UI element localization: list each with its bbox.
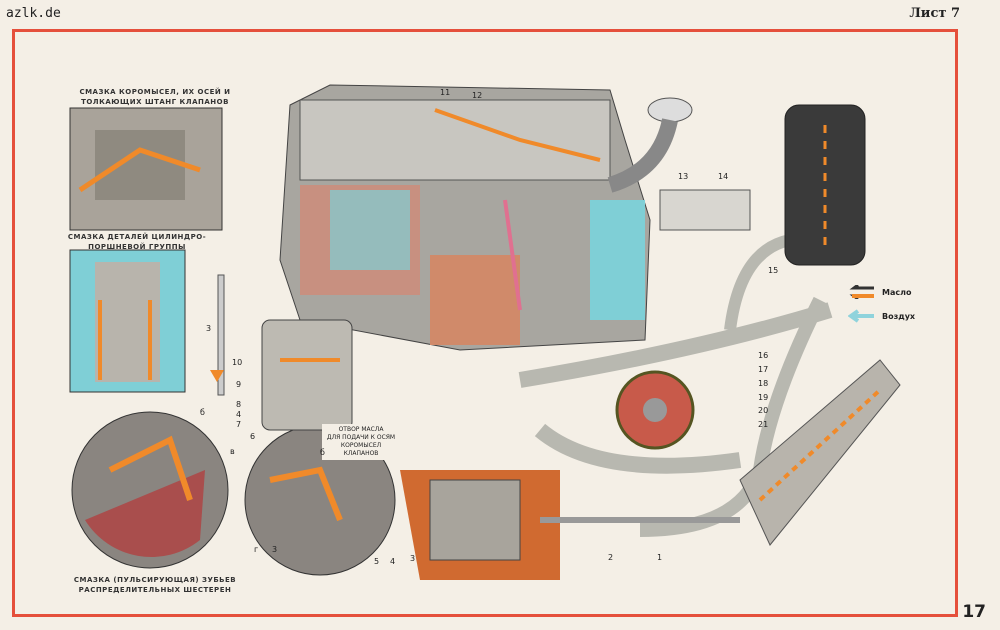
callout: 4	[236, 410, 242, 419]
legend-air: Воздух	[848, 309, 915, 323]
callout: 13	[678, 172, 689, 181]
callout: 1	[657, 553, 663, 562]
sheet-label: Лист 7	[909, 6, 960, 21]
caption-piston: СМАЗКА ДЕТАЛЕЙ ЦИЛИНДРО- ПОРШНЕВОЙ ГРУПП…	[62, 232, 212, 252]
callout: 17	[758, 365, 769, 374]
caption-rockers: СМАЗКА КОРОМЫСЕЛ, ИХ ОСЕЙ И ТОЛКАЮЩИХ ШТ…	[70, 87, 240, 107]
callout: 8	[236, 400, 242, 409]
note-line: ДЛЯ ПОДАЧИ К ОСЯМ	[326, 434, 396, 441]
callout: 20	[758, 406, 769, 415]
callout: 7	[236, 420, 242, 429]
caption-gears: СМАЗКА (ПУЛЬСИРУЮЩАЯ) ЗУБЬЕВ РАСПРЕДЕЛИТ…	[65, 575, 245, 595]
page-frame	[12, 29, 958, 617]
callout: 5	[374, 557, 380, 566]
caption-line: ПОРШНЕВОЙ ГРУППЫ	[88, 243, 186, 251]
oil-filter	[784, 104, 866, 266]
callout: 15	[768, 266, 779, 275]
callout: 4	[390, 557, 396, 566]
callout: 6	[250, 432, 256, 441]
callout: 2	[608, 553, 614, 562]
callout: г	[254, 545, 259, 554]
callout: б	[320, 448, 325, 457]
legend-air-label: Воздух	[882, 311, 916, 321]
callout: 12	[472, 91, 483, 100]
callout: 9	[236, 380, 242, 389]
site-watermark: azlk.de	[6, 6, 61, 21]
callout: 18	[758, 379, 769, 388]
caption-line: ТОЛКАЮЩИХ ШТАНГ КЛАПАНОВ	[81, 98, 229, 106]
callout: в	[230, 447, 235, 456]
legend: Масло Воздух	[848, 285, 915, 333]
caption-line: СМАЗКА КОРОМЫСЕЛ, ИХ ОСЕЙ И	[79, 88, 231, 96]
oil-hole-note: ОТВОР МАСЛА ДЛЯ ПОДАЧИ К ОСЯМ КОРОМЫСЕЛ …	[322, 424, 400, 460]
callout: 14	[718, 172, 729, 181]
note-line: ОТВОР МАСЛА	[338, 426, 384, 433]
front-cover	[261, 319, 353, 431]
air-arrow-icon	[848, 309, 874, 323]
callout: б	[200, 408, 205, 417]
callout: 21	[758, 420, 769, 429]
callout: 3	[206, 324, 212, 333]
note-line: КОРОМЫСЕЛ КЛАПАНОВ	[340, 442, 382, 457]
caption-line: СМАЗКА (ПУЛЬСИРУЮЩАЯ) ЗУБЬЕВ	[73, 576, 237, 584]
callout: 19	[758, 393, 769, 402]
caption-line: РАСПРЕДЕЛИТЕЛЬНЫХ ШЕСТЕРЕН	[78, 586, 232, 594]
callout: 10	[232, 358, 243, 367]
callout: 16	[758, 351, 769, 360]
legend-oil: Масло	[848, 285, 915, 299]
callout: 11	[440, 88, 451, 97]
pressure-gauge	[659, 189, 751, 231]
callout: 3	[410, 554, 416, 563]
legend-oil-label: Масло	[882, 287, 912, 297]
page-number: 17	[962, 602, 986, 622]
oil-arrow-icon	[849, 285, 874, 299]
caption-line: СМАЗКА ДЕТАЛЕЙ ЦИЛИНДРО-	[67, 233, 207, 241]
callout: 3	[272, 545, 278, 554]
dipstick	[217, 274, 225, 396]
